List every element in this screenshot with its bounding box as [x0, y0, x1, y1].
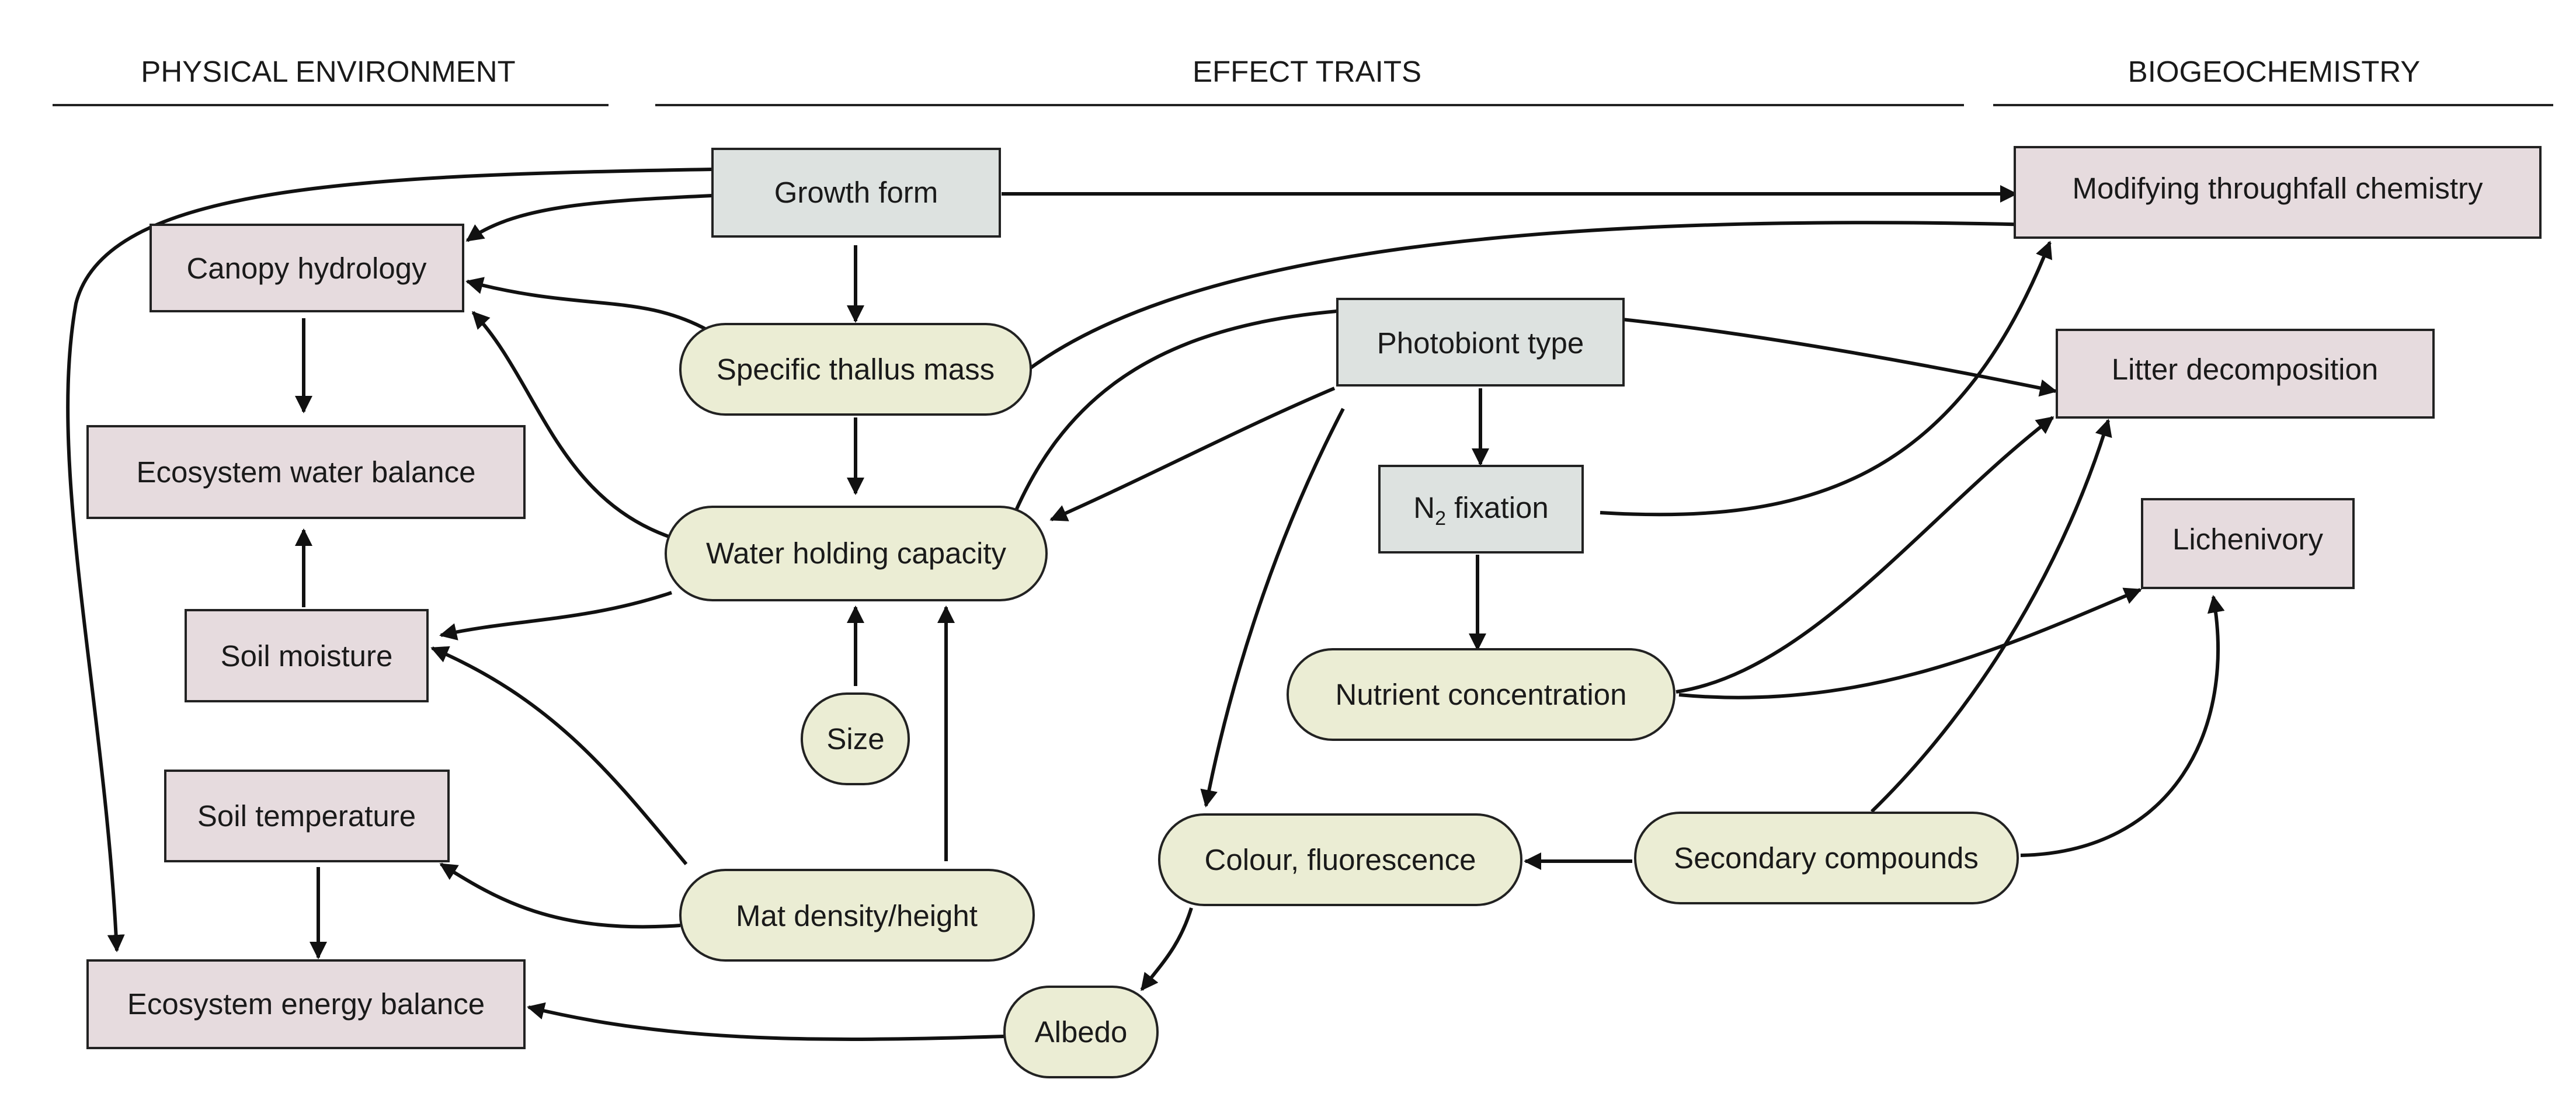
n2-fixation-symbol: N	[1413, 491, 1435, 524]
box-ecosystem-energy-balance-label: Ecosystem energy balance	[127, 987, 485, 1021]
box-ecosystem-water-balance: Ecosystem water balance	[86, 425, 526, 519]
pill-colour-fluorescence-shape	[1158, 813, 1522, 906]
arrow-water-capacity-to-litter-decomposition	[1011, 305, 2057, 518]
box-canopy-hydrology-shape	[150, 224, 464, 312]
box-canopy-hydrology: Canopy hydrology	[150, 224, 464, 312]
pill-water-holding-capacity: Water holding capacity	[665, 506, 1048, 601]
biogeochemistry-boxes: Modifying throughfall chemistry Litter d…	[2014, 146, 2542, 589]
box-litter-decomposition: Litter decomposition	[2056, 329, 2435, 419]
pill-mat-density-height: Mat density/height	[679, 869, 1035, 962]
arrow-photobiont-to-water-capacity	[1049, 387, 1336, 521]
arrow-secondary-to-lichenivory	[2020, 595, 2225, 857]
box-n2-fixation-label: N2 fixation	[1413, 491, 1549, 530]
pill-colour-fluorescence: Colour, fluorescence	[1158, 813, 1522, 906]
box-ecosystem-water-balance-label: Ecosystem water balance	[136, 455, 475, 489]
connector-arrows	[66, 168, 2225, 1041]
pill-secondary-compounds: Secondary compounds	[1634, 812, 2019, 904]
pill-mat-density-height-label: Mat density/height	[736, 899, 978, 932]
pill-specific-thallus-mass-label: Specific thallus mass	[717, 353, 995, 386]
header-biogeochemistry: BIOGEOCHEMISTRY	[2128, 55, 2421, 88]
pill-size-label: Size	[826, 722, 884, 756]
arrow-growth-form-to-canopy-hydrology	[465, 194, 713, 242]
arrow-mat-density-to-soil-temperature	[439, 862, 681, 929]
box-ecosystem-energy-balance-shape	[86, 959, 526, 1049]
box-n2-fixation: N2 fixation	[1378, 465, 1584, 554]
box-soil-temperature-shape	[164, 770, 450, 862]
arrow-secondary-to-litter-decomposition	[1870, 419, 2112, 813]
box-photobiont-type-label: Photobiont type	[1377, 326, 1584, 360]
n2-fixation-word: fixation	[1446, 491, 1549, 524]
arrow-thallus-mass-to-throughfall	[1030, 215, 2035, 370]
pill-nutrient-concentration-shape	[1287, 648, 1675, 741]
box-soil-moisture-shape	[185, 609, 429, 702]
box-soil-moisture-label: Soil moisture	[221, 639, 393, 673]
arrow-colour-to-albedo	[1140, 907, 1193, 991]
pill-size: Size	[801, 692, 910, 785]
arrow-n2-fixation-to-throughfall	[1600, 241, 2053, 517]
column-headers: PHYSICAL ENVIRONMENT EFFECT TRAITS BIOGE…	[53, 55, 2553, 106]
box-ecosystem-water-balance-shape	[86, 425, 526, 519]
pill-albedo-label: Albedo	[1035, 1015, 1128, 1049]
pill-size-shape	[801, 692, 910, 785]
pill-albedo: Albedo	[1003, 986, 1159, 1078]
header-physical-environment: PHYSICAL ENVIRONMENT	[141, 55, 515, 88]
pill-specific-thallus-mass-shape	[679, 323, 1032, 416]
pill-nutrient-concentration-label: Nutrient concentration	[1336, 678, 1627, 711]
pill-secondary-compounds-label: Secondary compounds	[1674, 841, 1979, 875]
arrow-water-capacity-to-canopy-hydrology	[471, 311, 672, 539]
effect-trait-nodes: Growth form Specific thallus mass Water …	[665, 148, 2019, 1078]
arrow-mat-density-to-soil-moisture	[430, 646, 688, 865]
arrow-nutrient-to-litter-decomposition	[1675, 416, 2054, 694]
pill-albedo-shape	[1003, 986, 1159, 1078]
box-soil-temperature: Soil temperature	[164, 770, 450, 862]
box-litter-decomposition-label: Litter decomposition	[2112, 353, 2378, 386]
arrow-photobiont-to-colour	[1200, 408, 1345, 807]
header-effect-traits: EFFECT TRAITS	[1193, 55, 1421, 88]
box-growth-form: Growth form	[711, 148, 1001, 238]
pill-water-holding-capacity-label: Water holding capacity	[706, 537, 1007, 570]
arrow-nutrient-to-lichenivory	[1678, 587, 2142, 699]
box-soil-moisture: Soil moisture	[185, 609, 429, 702]
pill-mat-density-height-shape	[679, 869, 1035, 962]
pill-water-holding-capacity-shape	[665, 506, 1048, 601]
box-lichenivory: Lichenivory	[2141, 498, 2355, 589]
box-modifying-throughfall-chemistry-shape	[2014, 146, 2542, 239]
n2-fixation-subscript: 2	[1435, 507, 1446, 530]
pill-specific-thallus-mass: Specific thallus mass	[679, 323, 1032, 416]
pill-nutrient-concentration: Nutrient concentration	[1287, 648, 1675, 741]
pill-colour-fluorescence-label: Colour, fluorescence	[1205, 843, 1476, 876]
box-photobiont-type-shape	[1336, 298, 1625, 387]
box-litter-decomposition-shape	[2056, 329, 2435, 419]
box-lichenivory-label: Lichenivory	[2172, 523, 2323, 556]
box-ecosystem-energy-balance: Ecosystem energy balance	[86, 959, 526, 1049]
arrow-albedo-to-energy-balance	[527, 1002, 1005, 1041]
box-growth-form-shape	[711, 148, 1001, 238]
physical-environment-boxes: Canopy hydrology Ecosystem water balance…	[86, 224, 526, 1049]
box-n2-fixation-shape	[1378, 465, 1584, 554]
pill-secondary-compounds-shape	[1634, 812, 2019, 904]
box-modifying-throughfall-chemistry: Modifying throughfall chemistry	[2014, 146, 2542, 239]
box-growth-form-label: Growth form	[774, 176, 938, 209]
box-canopy-hydrology-label: Canopy hydrology	[186, 252, 427, 285]
arrow-growth-form-to-energy-balance	[66, 168, 713, 952]
box-lichenivory-shape	[2141, 498, 2355, 589]
box-photobiont-type: Photobiont type	[1336, 298, 1625, 387]
box-modifying-throughfall-chemistry-label: Modifying throughfall chemistry	[2073, 172, 2483, 205]
box-soil-temperature-label: Soil temperature	[197, 799, 416, 833]
arrow-thallus-mass-to-canopy-hydrology	[465, 277, 714, 335]
arrow-water-capacity-to-soil-moisture	[439, 591, 672, 640]
